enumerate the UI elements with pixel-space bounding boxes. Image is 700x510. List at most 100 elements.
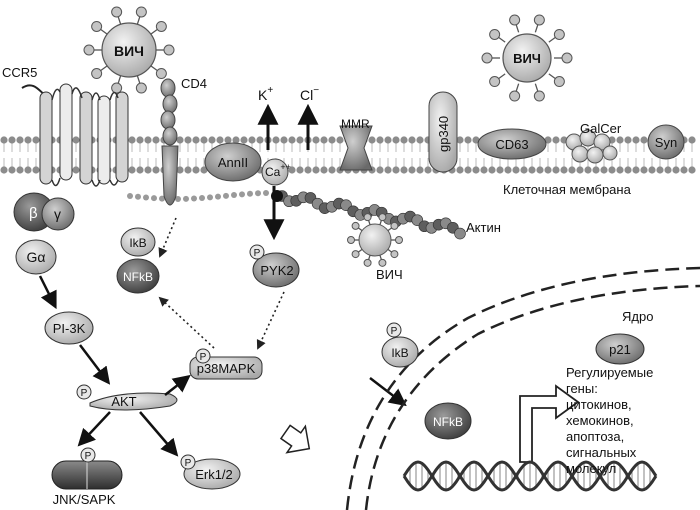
virion-spike [351,250,360,259]
lipid-head [504,166,512,174]
lipid-head [255,190,261,197]
p21-label: p21 [609,342,631,357]
hiv-virion-top: ВИЧ [83,6,175,94]
lipid-head [584,166,592,174]
lipid-head [127,193,133,199]
ccr5-label: CCR5 [2,65,37,80]
lipid-head [464,166,472,174]
virion-spike [163,44,175,56]
cd63-label: CD63 [495,137,528,152]
lipid-head [296,136,304,144]
lipid-head [616,136,624,144]
erk-phospho: P [185,458,192,469]
lipid-head [192,136,200,144]
lipid-head [151,195,157,202]
lipid-head [392,166,400,174]
lipid-head [608,166,616,174]
lipid-head [135,193,141,200]
lipid-head [280,136,288,144]
lipid-head [232,136,240,144]
ccr5-receptor: CCR5 [2,65,129,187]
lipid-head [328,166,336,174]
hiv-label-1: ВИЧ [114,43,144,59]
lipid-head [304,166,312,174]
virion-spike [111,6,123,18]
lipid-head [392,136,400,144]
lipid-head [528,166,536,174]
k-ion-label: K+ [258,85,273,103]
hiv-label-2: ВИЧ [513,51,541,66]
p21-protein: p21 [595,333,645,365]
annexin-ii: AnnII [204,142,262,182]
lipid-head [312,166,320,174]
ion-efflux: K+ Cl− [257,85,319,150]
lipid-head [616,166,624,174]
lipid-head [16,166,24,174]
p38-label: p38MAPK [197,361,256,376]
hiv-virion-internal [347,213,403,267]
virion-spike [111,82,123,94]
lipid-head [320,136,328,144]
lipid-head [312,136,320,144]
lipid-head [632,166,640,174]
membrane-label: Клеточная мембрана [503,182,632,197]
ikb-phosphorylated: IkB P [381,322,419,368]
lipid-head [688,166,696,174]
virion-spike [91,68,103,80]
lipid-head [24,166,32,174]
lipid-head [664,166,672,174]
lipid-head [544,136,552,144]
lipid-head [456,136,464,144]
mmr-receptor: MMR [339,117,373,171]
lipid-head [472,136,480,144]
cl-ion-label: Cl− [300,85,319,103]
lipid-head [672,166,680,174]
lipid-head [376,166,384,174]
virion-spike [351,221,360,230]
virion-spike [390,221,399,230]
lipid-head [215,193,221,200]
lipid-head [288,136,296,144]
virion-spike [363,213,372,222]
lipid-head [152,136,160,144]
lipid-head [263,190,269,197]
virion-spike [489,76,501,88]
pyk2-label: PYK2 [260,263,293,278]
galcer-cluster: GalCer [565,121,622,164]
galpha-label: Gα [27,249,46,265]
akt-kinase: AKT P [76,384,178,411]
lipid-head [176,166,184,174]
actin-bead [454,227,466,240]
regulated-genes-text: Регулируемые гены: цитокинов, хемокинов,… [566,365,657,476]
lipid-head [136,136,144,144]
lipid-head [400,136,408,144]
annii-label: AnnII [218,155,248,170]
virion-spike [91,20,103,32]
lipid-head [320,166,328,174]
lipid-head [136,166,144,174]
virion-spike [533,14,545,26]
virion-spike [553,28,565,40]
lipid-head [624,136,632,144]
virion-spike [509,14,521,26]
ikb-nfkb-complex: IkB NFkB [116,227,160,294]
lipid-head [640,136,648,144]
hiv-label-3: ВИЧ [376,267,403,282]
virion-spike [83,44,95,56]
beta-label: β [29,205,38,222]
virion-spike [155,20,167,32]
lipid-head [239,191,245,198]
lipid-head [680,166,688,174]
dna-strand [402,460,658,492]
pi3k-label: PI-3K [53,321,86,336]
actin-anchor [271,190,283,202]
lipid-head [496,166,504,174]
virion-spike [390,250,399,259]
p38-phospho: P [200,352,207,363]
lipid-head [0,166,8,174]
nfkb-nuclear: NFkB [424,402,472,440]
lipid-head [240,136,248,144]
lipid-head [632,136,640,144]
virion-spike [481,52,493,64]
virion-spike [155,68,167,80]
